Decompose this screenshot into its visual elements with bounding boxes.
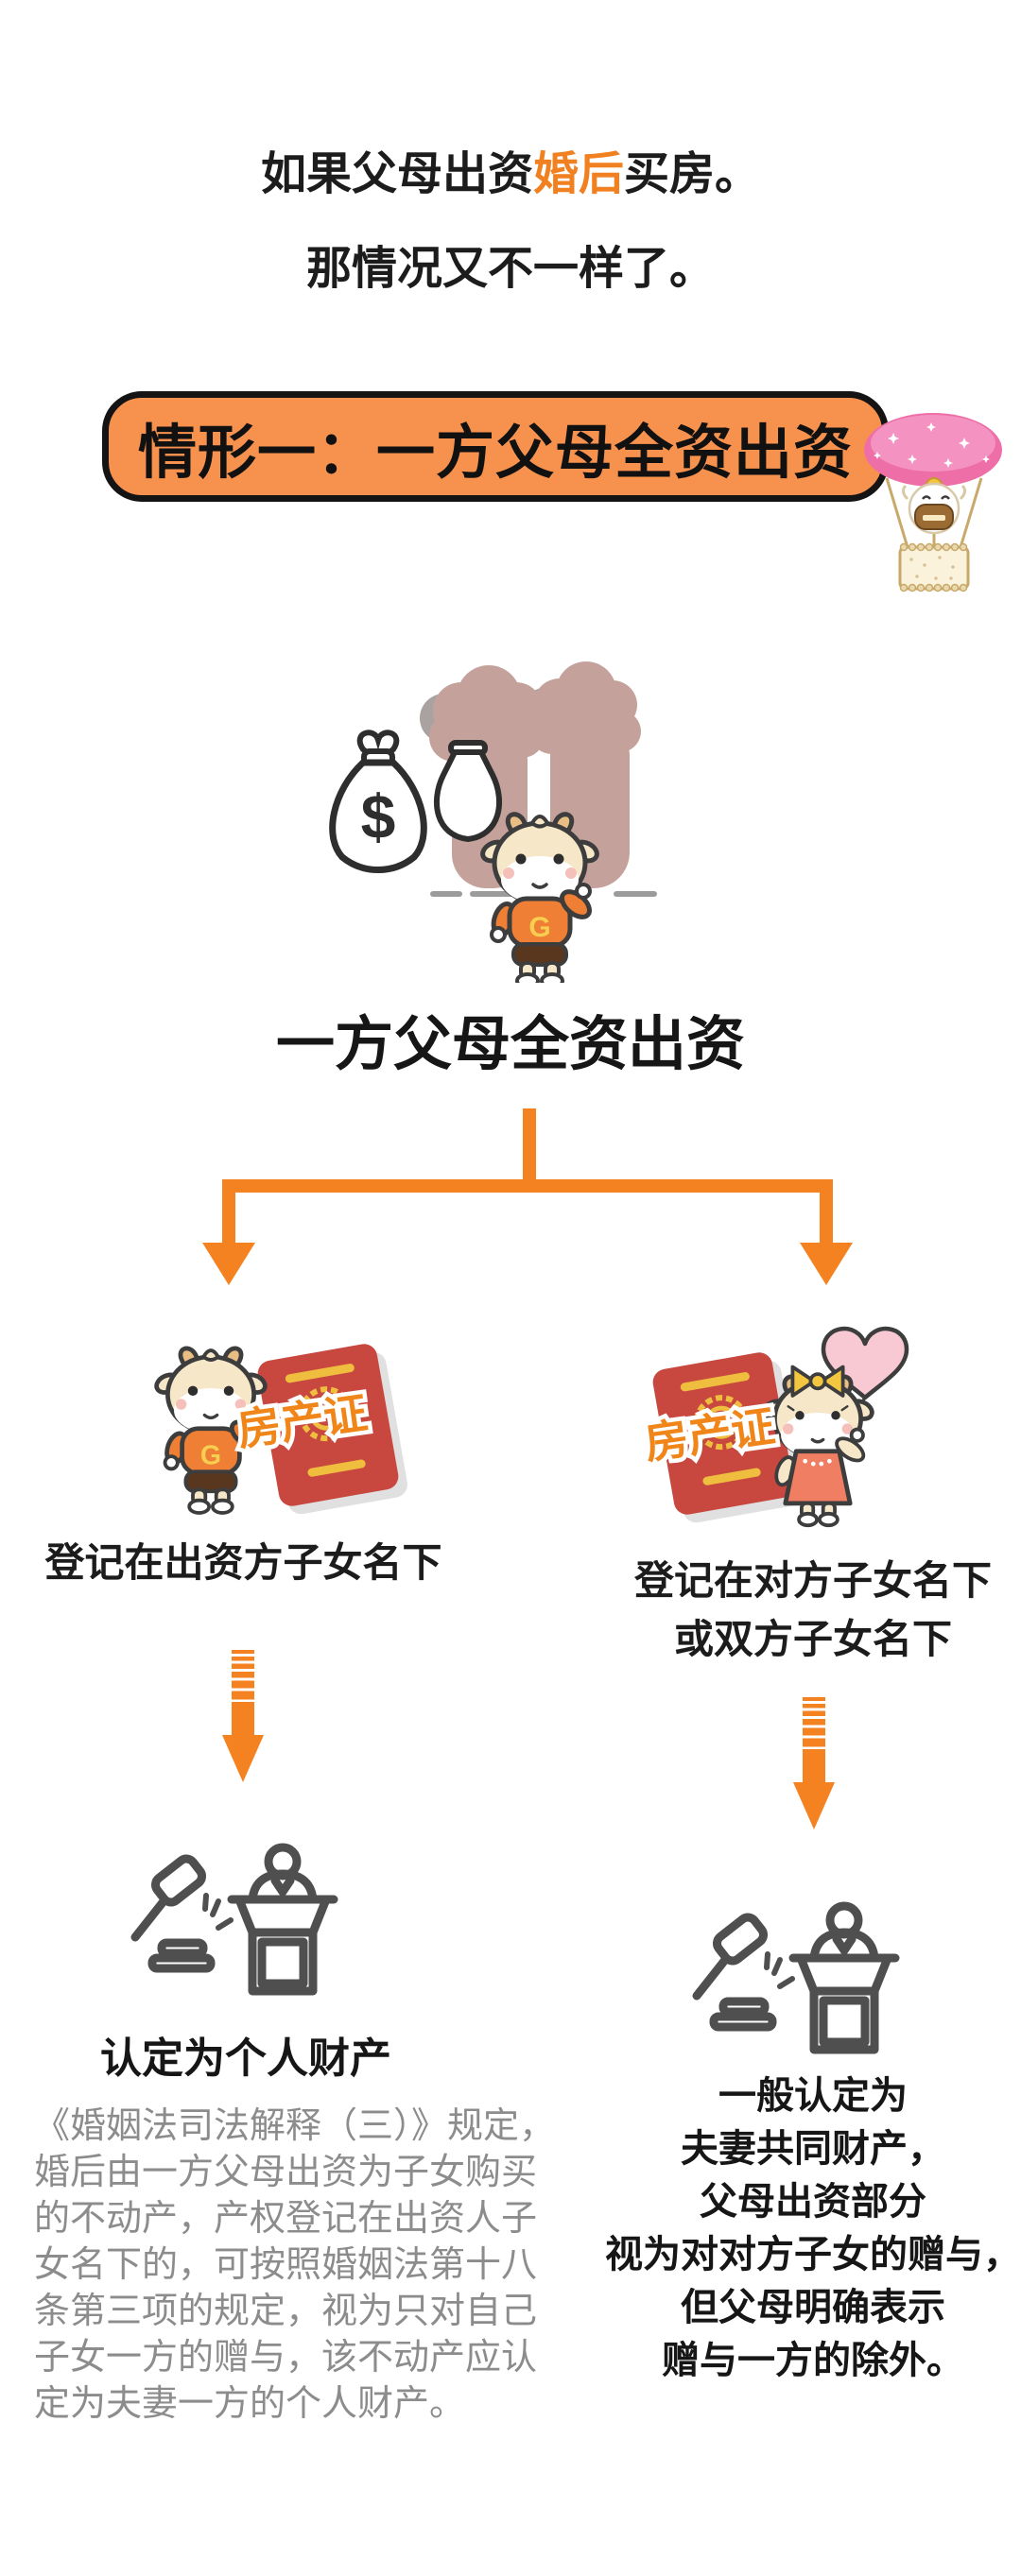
right-verdict: 一般认定为 夫妻共同财产， 父母出资部分 视为对对方子女的赠与， 但父母明确表示…: [605, 2075, 1021, 2381]
intro-line1-pre: 如果父母出资: [260, 149, 533, 199]
right-branch-illustration: 房产证: [637, 1327, 909, 1580]
intro-line1-post: 买房。: [624, 149, 761, 199]
money-bag-icon: $: [329, 730, 502, 873]
gavel-judge-icon: [118, 1841, 345, 2001]
section-banner: 情形一：一方父母全资出资: [102, 391, 889, 502]
dollar-symbol: $: [361, 781, 396, 851]
intro-text: 如果父母出资婚后买房。 那情况又不一样了。: [0, 128, 1021, 317]
left-verdict: 认定为个人财产: [100, 2035, 391, 2082]
left-legal-note: 《婚姻法司法解释（三）》规定， 婚后由一方父母出资为子女购买 的不动产，产权登记…: [34, 2106, 556, 2424]
left-register-label: 登记在出资方子女名下: [44, 1540, 442, 1585]
intro-line-2: 那情况又不一样了。: [305, 244, 715, 294]
branch-connector: [202, 1108, 853, 1285]
gavel-judge-icon: [680, 1899, 907, 2060]
hot-air-balloon-icon: [864, 413, 1002, 592]
dashed-down-arrow-icon: [793, 1697, 835, 1829]
dashed-down-arrow-icon: [222, 1650, 264, 1782]
ox-bride-mascot-icon: [761, 1365, 874, 1528]
right-register-label: 登记在对方子女名下 或双方子女名下: [633, 1558, 992, 1661]
banner-title: 情形一：一方父母全资出资: [137, 420, 853, 486]
intro-line-1: 如果父母出资婚后买房。: [0, 128, 1021, 222]
hero-illustration: $: [329, 661, 657, 983]
left-branch-illustration: 房产证: [104, 1325, 454, 1547]
intro-line1-highlight: 婚后: [532, 149, 624, 199]
hero-caption: 一方父母全资出资: [275, 1012, 745, 1077]
